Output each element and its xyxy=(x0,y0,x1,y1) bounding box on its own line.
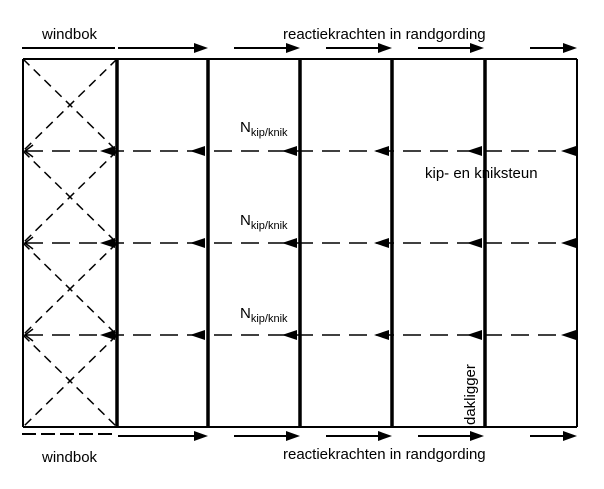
force-arrowhead xyxy=(190,146,205,156)
reaction-arrowhead xyxy=(563,431,577,441)
windbok-label-bottom: windbok xyxy=(41,449,98,466)
reaction-arrowhead xyxy=(378,43,392,53)
windbok-label-top: windbok xyxy=(41,26,98,43)
windbok-diagonal xyxy=(22,58,118,152)
reaction-arrowhead xyxy=(563,43,577,53)
reaction-arrowhead xyxy=(286,43,300,53)
windbok-diagonal xyxy=(22,334,118,428)
force-arrowhead xyxy=(467,146,482,156)
dakligger-label: dakligger xyxy=(462,364,479,425)
n-symbol: N xyxy=(240,119,251,136)
force-arrowhead xyxy=(282,330,297,340)
line-end-arrow xyxy=(23,236,34,250)
force-arrowhead xyxy=(282,146,297,156)
n-subscript: kip/knik xyxy=(251,127,288,139)
reaction-arrowhead xyxy=(470,43,484,53)
force-arrowhead xyxy=(374,238,389,248)
force-arrowhead xyxy=(100,330,115,340)
n-symbol: N xyxy=(240,212,251,229)
reaction-arrowhead xyxy=(194,43,208,53)
force-arrowhead xyxy=(467,330,482,340)
reaction-arrowhead xyxy=(286,431,300,441)
force-arrowhead xyxy=(374,146,389,156)
force-arrowhead xyxy=(100,238,115,248)
reaction-arrowhead xyxy=(378,431,392,441)
n-kip-knik-label-3: Nkip/knik xyxy=(240,305,288,325)
force-arrowhead xyxy=(561,330,576,340)
line-end-arrow xyxy=(23,144,34,158)
force-arrowhead xyxy=(561,146,576,156)
force-arrowhead xyxy=(190,330,205,340)
n-subscript: kip/knik xyxy=(251,220,288,232)
reaction-arrowhead xyxy=(194,431,208,441)
force-arrowhead xyxy=(282,238,297,248)
force-arrowhead xyxy=(467,238,482,248)
force-arrowhead xyxy=(100,146,115,156)
kip-knik-support-label: kip- en kniksteun xyxy=(425,165,538,182)
windbok-diagonal xyxy=(22,150,118,244)
n-kip-knik-label-1: Nkip/knik xyxy=(240,119,288,139)
diagram-geometry xyxy=(22,43,578,441)
n-symbol: N xyxy=(240,305,251,322)
force-arrowhead xyxy=(374,330,389,340)
reaction-arrowhead xyxy=(470,431,484,441)
n-kip-knik-label-2: Nkip/knik xyxy=(240,212,288,232)
reaction-label-top: reactiekrachten in randgording xyxy=(283,26,486,43)
n-subscript: kip/knik xyxy=(251,313,288,325)
line-end-arrow xyxy=(23,328,34,342)
windbok-diagonal xyxy=(22,242,118,336)
force-arrowhead xyxy=(561,238,576,248)
reaction-label-bottom: reactiekrachten in randgording xyxy=(283,446,486,463)
force-arrowhead xyxy=(190,238,205,248)
